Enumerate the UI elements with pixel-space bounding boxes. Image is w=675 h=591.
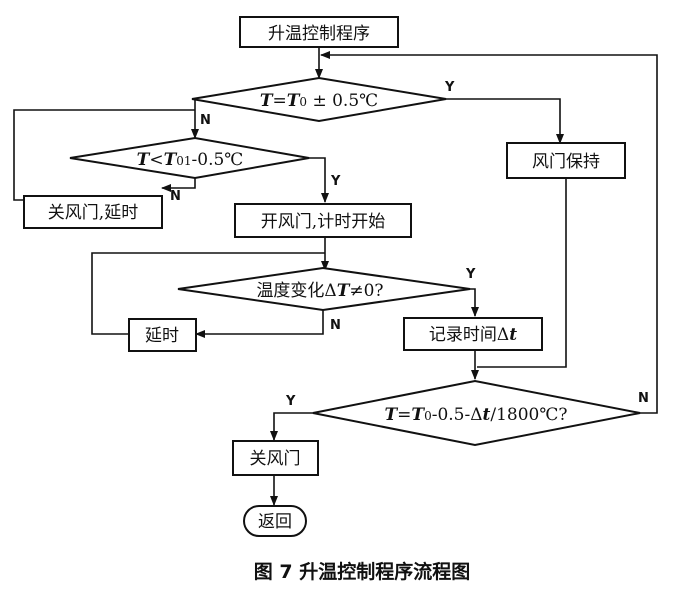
edge-cond4-no-loop — [320, 51, 658, 414]
cond4-no-label: N — [638, 391, 649, 406]
cond4-decision: T=T0-0.5-Δt/1800℃? — [312, 379, 641, 447]
close-fan-delay-node: 关风门,延时 — [23, 195, 163, 229]
return-node: 返回 — [243, 505, 307, 537]
edge-cond3-no — [195, 308, 324, 338]
cond1-decision: T=T0 ± 0.5℃ — [191, 76, 447, 123]
edge-cond2-no — [161, 175, 196, 192]
start-label: 升温控制程序 — [268, 24, 370, 44]
cond3-decision: 温度变化ΔT≠0? — [177, 266, 471, 312]
fan-hold-node: 风门保持 — [506, 142, 626, 179]
cond1-label: T=T0 ± 0.5℃ — [260, 91, 378, 111]
edge-delay-loop — [91, 252, 325, 335]
edge-loop-to-cond1 — [13, 109, 195, 201]
start-node: 升温控制程序 — [239, 16, 399, 48]
cond2-no-label: N — [170, 189, 181, 204]
cond3-yes-label: Y — [465, 267, 476, 282]
return-label: 返回 — [258, 512, 292, 532]
delay-label: 延时 — [145, 326, 179, 346]
cond1-yes-label: Y — [444, 80, 455, 95]
edge-cond1-yes — [435, 98, 564, 144]
record-label: 记录时间Δt — [429, 325, 517, 345]
edge-cond2-yes — [297, 157, 329, 203]
open-timer-label: 开风门,计时开始 — [261, 212, 385, 232]
delay-node: 延时 — [128, 318, 197, 352]
cond2-decision: T<T01-0.5℃ — [69, 136, 310, 180]
figure-caption: 图 7 升温控制程序流程图 — [254, 560, 470, 583]
cond4-yes-label: Y — [285, 394, 296, 409]
cond4-label: T=T0-0.5-Δt/1800℃? — [385, 405, 568, 425]
edge-hold-to-cond4 — [477, 178, 567, 368]
close-delay-label: 关风门,延时 — [48, 203, 138, 223]
edge-cond3-yes — [463, 288, 479, 317]
cond1-no-label: N — [200, 113, 211, 128]
cond2-yes-label: Y — [330, 174, 341, 189]
edge-cond4-yes — [270, 412, 313, 441]
close-fan-label: 关风门 — [250, 449, 301, 469]
cond3-label: 温度变化ΔT≠0? — [256, 281, 383, 301]
cond3-no-label: N — [330, 318, 341, 333]
record-time-node: 记录时间Δt — [403, 317, 543, 351]
fan-hold-label: 风门保持 — [532, 152, 600, 172]
cond2-label: T<T01-0.5℃ — [137, 150, 244, 170]
close-fan-node: 关风门 — [232, 440, 319, 476]
open-timer-node: 开风门,计时开始 — [234, 203, 412, 238]
